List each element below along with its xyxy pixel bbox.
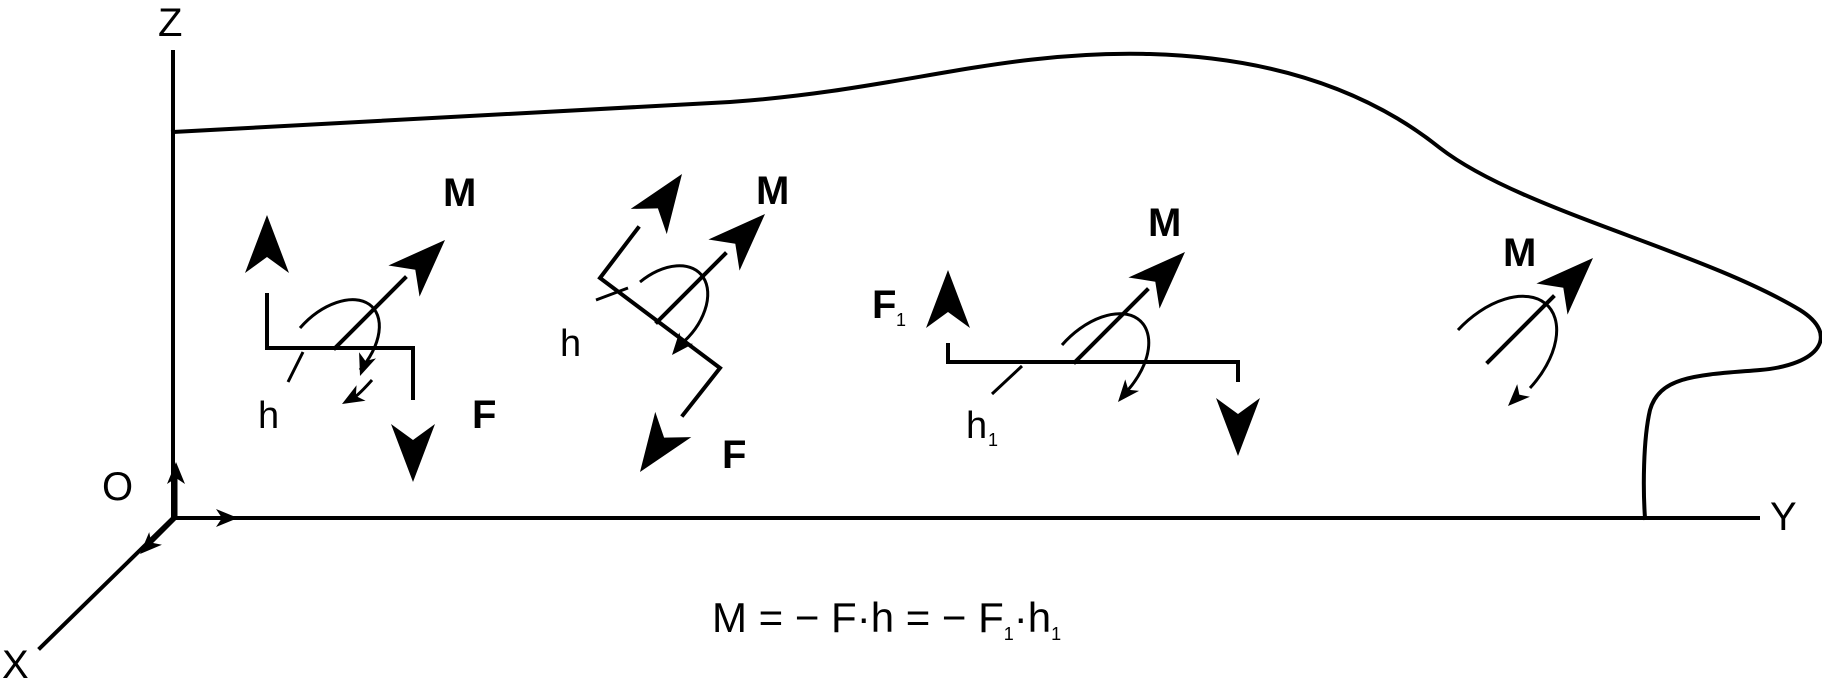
arm-label-1: h — [258, 395, 279, 437]
z-axis-label: Z — [158, 1, 182, 45]
force1-label: F — [872, 283, 896, 327]
couple-group-1: M F h — [245, 171, 496, 482]
force-arrow-down — [391, 424, 435, 482]
force-couple-2 — [597, 225, 723, 418]
equation-sub-1: 1 — [1004, 624, 1014, 644]
moment-label-3: M — [1148, 201, 1181, 245]
force-couple-1 — [265, 293, 415, 400]
moment-curl-4 — [1456, 294, 1559, 390]
arm1-label: h — [966, 405, 987, 447]
moment-vector-4 — [1485, 294, 1556, 365]
origin-x-arrow — [146, 516, 178, 548]
origin-label: O — [102, 465, 133, 509]
force1-arrow-up — [926, 270, 970, 328]
force-label-1: F — [472, 393, 496, 437]
moment-curl-3 — [1060, 312, 1151, 391]
x-axis — [37, 515, 176, 651]
force-arrow-upper — [630, 161, 701, 235]
moment-label-1: M — [443, 171, 476, 215]
couple-group-2: M F h — [560, 161, 789, 485]
moment-curl-2 — [639, 264, 710, 347]
couple-group-3: M F 1 h 1 — [872, 201, 1260, 456]
force-label-2: F — [722, 433, 746, 477]
x-axis-label: X — [2, 643, 29, 680]
moment-vector-1 — [332, 275, 408, 351]
moment-group-4: M — [1456, 231, 1609, 413]
force1-arrow-down — [1216, 398, 1260, 456]
force-arrow-lower — [621, 411, 692, 485]
y-axis-label: Y — [1770, 495, 1797, 539]
equation-part-2: ·h — [1014, 594, 1051, 641]
arm-h1-leader — [990, 364, 1024, 396]
moment-curl-1 — [298, 298, 381, 371]
moment-vector-2 — [654, 251, 728, 325]
moment-equation: M = − F·h = − F1·h1 — [712, 594, 1061, 644]
force1-subscript: 1 — [896, 310, 906, 330]
moment-label-2: M — [756, 169, 789, 213]
arm-label-2: h — [560, 323, 581, 365]
arm-h-leader-2 — [595, 286, 629, 302]
arm1-subscript: 1 — [988, 430, 998, 450]
svg-text:M = − F·h = − F1·h1: M = − F·h = − F1·h1 — [712, 594, 1061, 644]
force-arrow-up — [245, 215, 289, 273]
moment-label-4: M — [1503, 231, 1536, 275]
moment-vector-3 — [1072, 287, 1150, 365]
equation-sub-2: 1 — [1051, 624, 1061, 644]
arm-h-leader-1 — [286, 351, 305, 383]
force-couple-3 — [946, 343, 1240, 382]
body-outline — [170, 51, 1822, 521]
equation-part-1: M = − F·h = − F — [712, 594, 1004, 641]
